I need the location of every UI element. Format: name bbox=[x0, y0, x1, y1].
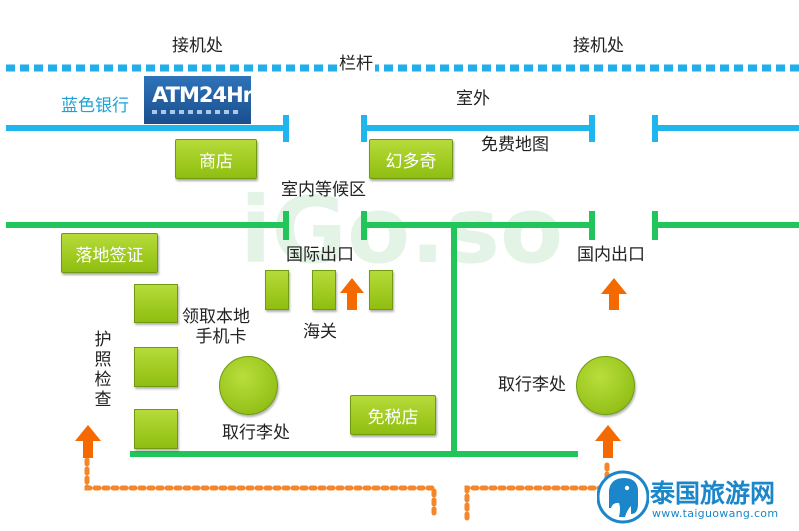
baggage-label-left: 取行李处 bbox=[222, 423, 290, 443]
sim-card-line2: 手机卡 bbox=[195, 326, 247, 347]
atm-decoration bbox=[152, 110, 242, 114]
watermark-text: iGo.so bbox=[240, 177, 563, 284]
customs-counter bbox=[265, 270, 289, 310]
customs-counter bbox=[312, 270, 336, 310]
dotted-walk-path bbox=[84, 457, 610, 521]
waiting-area-label: 室内等候区 bbox=[281, 180, 366, 200]
pickup-label-left: 接机处 bbox=[172, 36, 223, 56]
atm-badge: ATM24Hrs bbox=[144, 76, 264, 124]
logo-url: www.taiguowang.com bbox=[652, 507, 779, 520]
duty-free-box: 免税店 bbox=[350, 395, 436, 435]
pickup-label-right: 接机处 bbox=[573, 36, 624, 56]
magic-box: 幻多奇 bbox=[369, 139, 453, 179]
passport-counter bbox=[134, 409, 178, 449]
arrow-up-icon bbox=[595, 425, 621, 458]
customs-label: 海关 bbox=[303, 322, 337, 342]
sim-counter bbox=[134, 284, 178, 323]
railing-label: 栏杆 bbox=[337, 54, 375, 75]
arrow-up-icon bbox=[75, 425, 101, 458]
arrow-up-icon bbox=[340, 278, 364, 310]
shop-box: 商店 bbox=[175, 139, 257, 179]
sim-card-label: 领取本地 手机卡 bbox=[182, 307, 250, 347]
intl-exit-label: 国际出口 bbox=[286, 245, 354, 265]
customs-counter bbox=[369, 270, 393, 310]
passport-counter bbox=[134, 347, 178, 387]
baggage-label-right: 取行李处 bbox=[498, 375, 566, 395]
visa-on-arrival-box: 落地签证 bbox=[61, 233, 158, 273]
bank-label: 蓝色银行 bbox=[61, 96, 129, 116]
logo-name: 泰国旅游网 bbox=[650, 479, 776, 508]
site-logo: 泰国旅游网 www.taiguowang.com bbox=[597, 468, 799, 531]
arrow-up-icon bbox=[601, 278, 627, 310]
outdoor-label: 室外 bbox=[456, 89, 490, 109]
outdoor-boundary bbox=[6, 115, 799, 142]
free-map-label: 免费地图 bbox=[481, 135, 549, 155]
elephant-icon bbox=[597, 470, 649, 524]
domestic-exit-label: 国内出口 bbox=[577, 245, 645, 265]
indoor-boundary bbox=[6, 211, 799, 457]
sim-card-line1: 领取本地 bbox=[182, 307, 250, 327]
baggage-carousel-right bbox=[576, 356, 635, 415]
baggage-carousel-left bbox=[219, 356, 278, 415]
atm-text: ATM24Hrs bbox=[152, 83, 264, 107]
passport-check-label: 护照检查 bbox=[94, 330, 112, 410]
